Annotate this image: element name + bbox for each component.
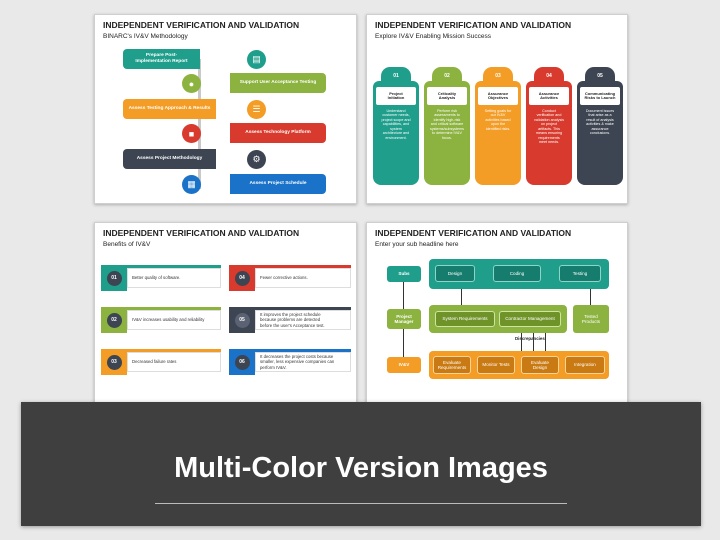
benefit-number: 03: [106, 354, 122, 370]
slide-subtitle: Benefits of IV&V: [103, 241, 151, 248]
connector: [590, 289, 591, 305]
phase-column: 02 Criticality Analysis Perform risk ass…: [424, 67, 470, 185]
benefit-item: 03 Decreased failure rates: [101, 349, 221, 375]
lane-label-pm: Project Manager: [387, 309, 421, 329]
benefit-item: 05 It improves the project schedule beca…: [229, 307, 351, 333]
task-integration: Integration: [565, 356, 605, 374]
benefit-number: 04: [234, 270, 250, 286]
slide-subtitle: Explore IV&V Enabling Mission Success: [375, 33, 491, 40]
connector: [461, 289, 462, 305]
task-evaluate-requirements: Evaluate Requirements: [433, 356, 471, 374]
gear-icon: ⚙: [247, 150, 266, 169]
slide-methodology[interactable]: INDEPENDENT VERIFICATION AND VALIDATION …: [94, 14, 357, 204]
tested-products: Tested Products: [573, 305, 609, 333]
lane-label-ivv: IV&V: [387, 357, 421, 373]
phase-text: Conduct verification and validation anal…: [534, 109, 564, 145]
phase-head: Communicating Risks to Launch: [580, 87, 620, 105]
phase-text: Understand customer needs, project scope…: [381, 109, 411, 140]
connector: [403, 282, 404, 309]
slide-process-flow[interactable]: INDEPENDENT VERIFICATION AND VALIDATION …: [366, 222, 628, 412]
banner: Multi-Color Version Images: [21, 402, 701, 526]
slide-mission-success[interactable]: INDEPENDENT VERIFICATION AND VALIDATION …: [366, 14, 628, 204]
benefit-number: 01: [106, 270, 122, 286]
benefit-text: Fewer corrective actions.: [255, 268, 351, 288]
phase-head: Criticality Analysis: [427, 87, 467, 105]
benefit-item: 06 It decreases the project costs becaus…: [229, 349, 351, 375]
discrepancies-label: Discrepancies: [515, 336, 545, 341]
task-coding: Coding: [493, 265, 541, 282]
phase-number: 04: [534, 67, 564, 85]
phase-text: Perform risk assessments to identify hig…: [429, 109, 464, 140]
task-monitor-tests: Monitor Tests: [477, 356, 515, 374]
benefit-text: Decreased failure rates: [127, 352, 221, 372]
phase-number: 05: [585, 67, 615, 85]
step-technology-platform: Assess Technology Platform: [230, 123, 326, 143]
step-post-implementation: Prepare Post- Implementation Report: [123, 49, 200, 69]
banner-title: Multi-Color Version Images: [174, 452, 548, 484]
banner-underline: [155, 503, 567, 504]
phase-head: Assurance Activities: [529, 87, 569, 105]
step-testing-approach: Assess Testing Approach & Results: [123, 99, 216, 119]
benefit-number: 06: [234, 354, 250, 370]
phase-column: 01 Project Initiation Understand custome…: [373, 67, 419, 185]
benefit-item: 02 IV&V increases usability and reliabil…: [101, 307, 221, 333]
slide-subtitle: Enter your sub headline here: [375, 241, 459, 248]
step-project-schedule: Assess Project Schedule: [230, 174, 326, 194]
benefit-item: 01 Better quality of software.: [101, 265, 221, 291]
task-evaluate-design: Evaluate Design: [521, 356, 559, 374]
task-contractor-management: Contractor Management: [499, 311, 561, 327]
lane-label-subs: Subs: [387, 266, 421, 282]
slide-title: INDEPENDENT VERIFICATION AND VALIDATION: [103, 20, 300, 30]
phase-head: Project Initiation: [376, 87, 416, 105]
phase-text: Document issues that arise as a result o…: [585, 109, 615, 136]
phase-column: 04 Assurance Activities Conduct verifica…: [526, 67, 572, 185]
slide-title: INDEPENDENT VERIFICATION AND VALIDATION: [375, 20, 572, 30]
task-design: Design: [435, 265, 475, 282]
benefit-text: IV&V increases usability and reliability: [127, 310, 221, 330]
benefit-number: 05: [234, 312, 250, 328]
slide-subtitle: BINARC's IV&V Methodology: [103, 33, 188, 40]
phase-column: 05 Communicating Risks to Launch Documen…: [577, 67, 623, 185]
phase-number: 03: [483, 67, 513, 85]
connector: [403, 329, 404, 357]
benefit-text: Better quality of software.: [127, 268, 221, 288]
benefit-item: 04 Fewer corrective actions.: [229, 265, 351, 291]
connector: [533, 333, 534, 351]
step-user-acceptance: Support User Acceptance Testing: [230, 73, 326, 93]
slide-title: INDEPENDENT VERIFICATION AND VALIDATION: [375, 228, 572, 238]
slide-title: INDEPENDENT VERIFICATION AND VALIDATION: [103, 228, 300, 238]
phase-text: Setting goals for our IV&V activities ba…: [484, 109, 512, 131]
task-system-requirements: System Requirements: [435, 311, 495, 327]
connector: [545, 333, 546, 351]
phase-number: 02: [432, 67, 462, 85]
benefit-text: It decreases the project costs because s…: [255, 352, 351, 372]
cubes-icon: ■: [182, 124, 201, 143]
phase-number: 01: [381, 67, 411, 85]
connector: [521, 333, 522, 351]
checklist-icon: ☰: [247, 100, 266, 119]
report-icon: ▤: [247, 50, 266, 69]
step-project-methodology: Assess Project Methodology: [123, 149, 216, 169]
phase-head: Assurance Objectives: [478, 87, 518, 105]
calendar-icon: ▦: [182, 175, 201, 194]
user-icon: ●: [182, 74, 201, 93]
timeline-line: [198, 59, 201, 189]
benefit-number: 02: [106, 312, 122, 328]
slide-benefits[interactable]: INDEPENDENT VERIFICATION AND VALIDATION …: [94, 222, 357, 412]
task-testing: Testing: [559, 265, 601, 282]
benefit-text: It improves the project schedule because…: [255, 310, 351, 330]
phase-column: 03 Assurance Objectives Setting goals fo…: [475, 67, 521, 185]
